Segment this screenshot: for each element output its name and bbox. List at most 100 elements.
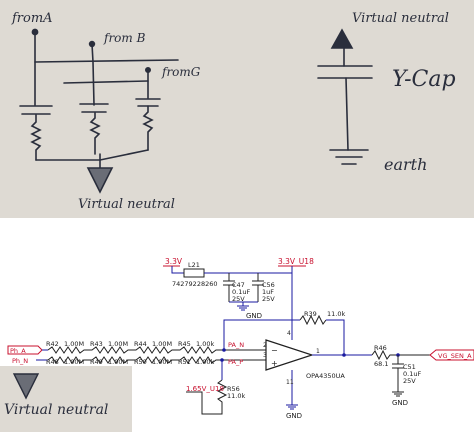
- sketch-ycap-neutral-symbol: [330, 28, 354, 49]
- resistor-chain-top: [47, 346, 266, 354]
- opamp-triangle: [265, 339, 314, 371]
- capacitor-c56-ref: C56: [262, 281, 275, 289]
- inset-neutral-symbol: [12, 373, 40, 400]
- opamp-pin-3: 3: [263, 352, 267, 359]
- resistor-r42-label: R42: [46, 340, 59, 348]
- sketch-photo-background: [0, 0, 474, 218]
- sketch-label-from-a: fromA: [11, 11, 53, 26]
- inductor-l21-ref: L21: [188, 261, 200, 269]
- port-ph-n-label: Ph_N: [12, 357, 28, 365]
- resistor-r39-value: 11.0k: [327, 310, 345, 318]
- gnd-label-caps: GND: [246, 312, 262, 320]
- capacitor-c56: [252, 273, 264, 302]
- net-pa-n: PA_N: [228, 341, 244, 349]
- gnd-label-output: GND: [392, 399, 408, 407]
- capacitor-c47-value: 0.1uF: [232, 288, 250, 296]
- resistor-r50-value: 1.00M: [152, 358, 172, 366]
- capacitor-c47-ref: C47: [232, 281, 245, 289]
- feedback-section: R39 11.0k: [223, 310, 345, 354]
- resistor-chain-bottom: [47, 356, 266, 364]
- input-a-net: Ph_A R42 1.00M R43 1.00M R44 1.00M R45 1…: [7, 340, 267, 355]
- resistor-r42-value: 1.00M: [64, 340, 84, 348]
- wire-feedback-right: [326, 319, 345, 354]
- port-ph-a-label: Ph_A: [10, 347, 26, 355]
- net-3v3: 3.3V: [165, 257, 183, 266]
- sketch-neutral-bus: [35, 149, 149, 161]
- sketch-right-ycap: [317, 28, 373, 165]
- input-n-net: Ph_N R48 1.00M R49 1.00M R50 1.00M R51 1…: [12, 352, 267, 366]
- net-3v3-u18: 3.3V_U18: [278, 257, 314, 266]
- sketch-wire-b: [91, 43, 95, 106]
- resistor-r56-value: 11.0k: [227, 392, 245, 400]
- resistor-r45-label: R45: [178, 340, 191, 348]
- sketch-label-virtual-neutral-right: Virtual neutral: [352, 11, 449, 26]
- opamp-u18: − + GND 4 11 1 OPA4350UA: [265, 330, 345, 420]
- output-section: R46 68.1 C51 0.1uF 25V GND VG_SEN_A: [312, 344, 474, 407]
- resistor-r44-value: 1.00M: [152, 340, 172, 348]
- resistor-r49-value: 1.00M: [108, 358, 128, 366]
- sketch-ycap-capacitor: [317, 65, 373, 79]
- capacitor-c51-ref: C51: [403, 363, 416, 371]
- resistor-r39-ref: R39: [304, 310, 317, 318]
- resistor-r48-label: R48: [46, 358, 59, 366]
- opamp-pin-11: 11: [286, 379, 294, 386]
- capacitor-c51-voltage: 25V: [403, 377, 416, 385]
- wire-3v3-to-l21: [171, 266, 184, 274]
- capacitor-c51: [392, 355, 404, 397]
- sketch-label-virtual-neutral-left: Virtual neutral: [78, 197, 175, 212]
- sketch-label-from-g: fromG: [161, 65, 201, 79]
- resistor-r49-label: R49: [90, 358, 103, 366]
- resistor-r56-ref: R56: [227, 385, 240, 393]
- port-vg-sen-a-label: VG_SEN_A: [438, 352, 472, 360]
- junction-pa-n: [222, 348, 226, 352]
- inductor-l21-part: 74279228260: [172, 280, 218, 288]
- resistor-r51-value: 1.00k: [196, 358, 214, 366]
- sketch-label-from-b: from B: [103, 31, 146, 45]
- capacitor-c51-value: 0.1uF: [403, 370, 421, 378]
- sketch-node-b: [88, 40, 96, 48]
- resistor-r56: [186, 379, 228, 415]
- resistor-r45-value: 1.00k: [196, 340, 214, 348]
- power-section: 3.3V L21 74279228260 3.3V_U18 C47 0.1uF …: [163, 257, 314, 340]
- resistor-r46-value: 68.1: [374, 360, 388, 368]
- resistor-r46-ref: R46: [374, 344, 387, 352]
- opamp-minus-sign: −: [271, 346, 278, 355]
- gnd-symbol-opamp: [286, 370, 298, 410]
- capacitor-c47-voltage: 25V: [232, 295, 245, 303]
- sketch-left-network: [19, 28, 179, 194]
- resistor-r44-label: R44: [134, 340, 147, 348]
- opamp-pin-4: 4: [287, 330, 291, 337]
- resistor-r43-label: R43: [90, 340, 103, 348]
- opamp-part-number: OPA4350UA: [306, 372, 345, 380]
- gnd-symbol-caps: [229, 301, 258, 311]
- sketch-bus-g: [63, 80, 149, 84]
- wire-feedback-left: [223, 319, 300, 345]
- resistor-r39: [299, 314, 327, 326]
- sketch-earth-symbol: [329, 149, 369, 165]
- inset-label: Virtual neutral: [4, 402, 108, 418]
- sketch-ycap-wire-bottom: [345, 77, 349, 151]
- net-pa-p: PA_P: [228, 358, 243, 366]
- sketch-resistor-g: [142, 105, 154, 151]
- opamp-pin-1: 1: [316, 348, 320, 355]
- resistor-r51-label: R51: [178, 358, 191, 366]
- bias-section: R56 11.0k 1.65V_U18: [186, 358, 245, 415]
- sketch-neutral-symbol: [86, 167, 114, 194]
- sketch-node-a: [31, 28, 39, 36]
- net-1v65-u18: 1.65V_U18: [186, 385, 224, 393]
- resistor-r46: [371, 349, 430, 361]
- sketch-capacitor-b: [79, 103, 109, 113]
- inductor-l21: [183, 268, 205, 278]
- port-ph-a: [7, 345, 43, 355]
- capacitor-c56-voltage: 25V: [262, 295, 275, 303]
- sketch-label-earth: earth: [384, 155, 427, 174]
- sketch-resistor-b: [89, 112, 101, 155]
- junction-pa-p: [220, 358, 224, 362]
- sketch-capacitor-g: [135, 98, 161, 107]
- junction-output: [342, 353, 346, 357]
- gnd-label-opamp: GND: [286, 412, 302, 420]
- sketch-node-g: [145, 67, 152, 74]
- opamp-pin-2: 2: [263, 342, 267, 349]
